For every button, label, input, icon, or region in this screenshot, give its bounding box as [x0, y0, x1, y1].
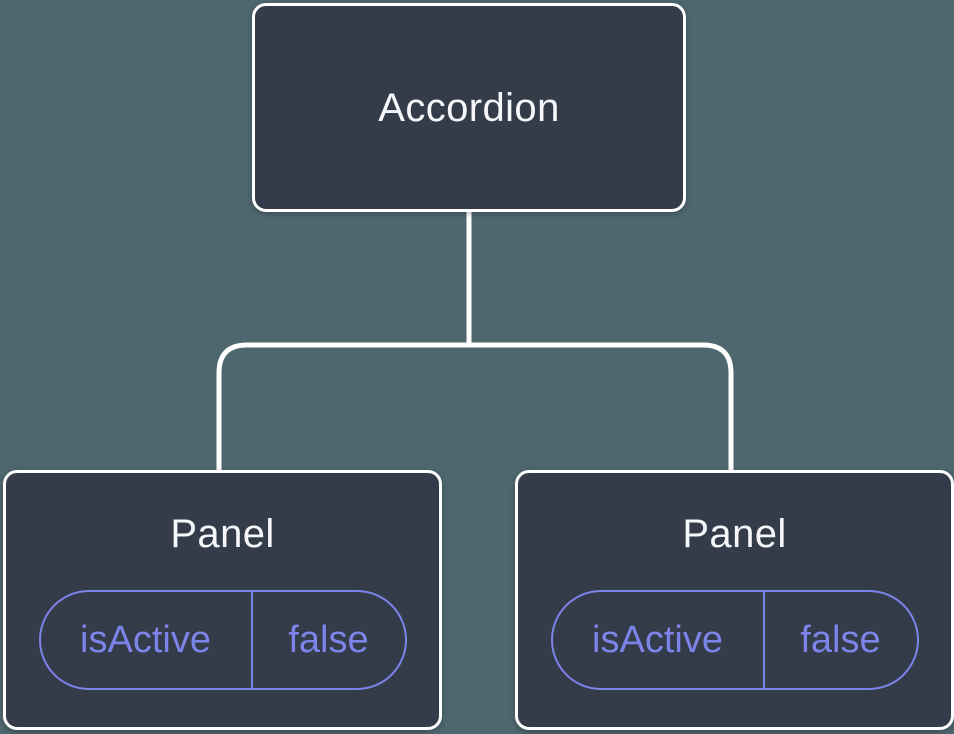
connector-bracket [216, 342, 734, 474]
state-pill: isActive false [550, 590, 919, 690]
panel-node-right: Panel isActive false [515, 470, 954, 730]
state-key-label: isActive [41, 592, 253, 688]
panel-node-label: Panel [170, 512, 275, 556]
state-key-label: isActive [553, 592, 765, 688]
panel-node-label: Panel [682, 512, 787, 556]
state-pill: isActive false [38, 590, 407, 690]
state-value-label: false [800, 618, 881, 661]
state-value-label: false [288, 618, 369, 661]
accordion-node: Accordion [252, 3, 686, 212]
accordion-node-label: Accordion [378, 85, 560, 130]
panel-node-left: Panel isActive false [3, 470, 442, 730]
